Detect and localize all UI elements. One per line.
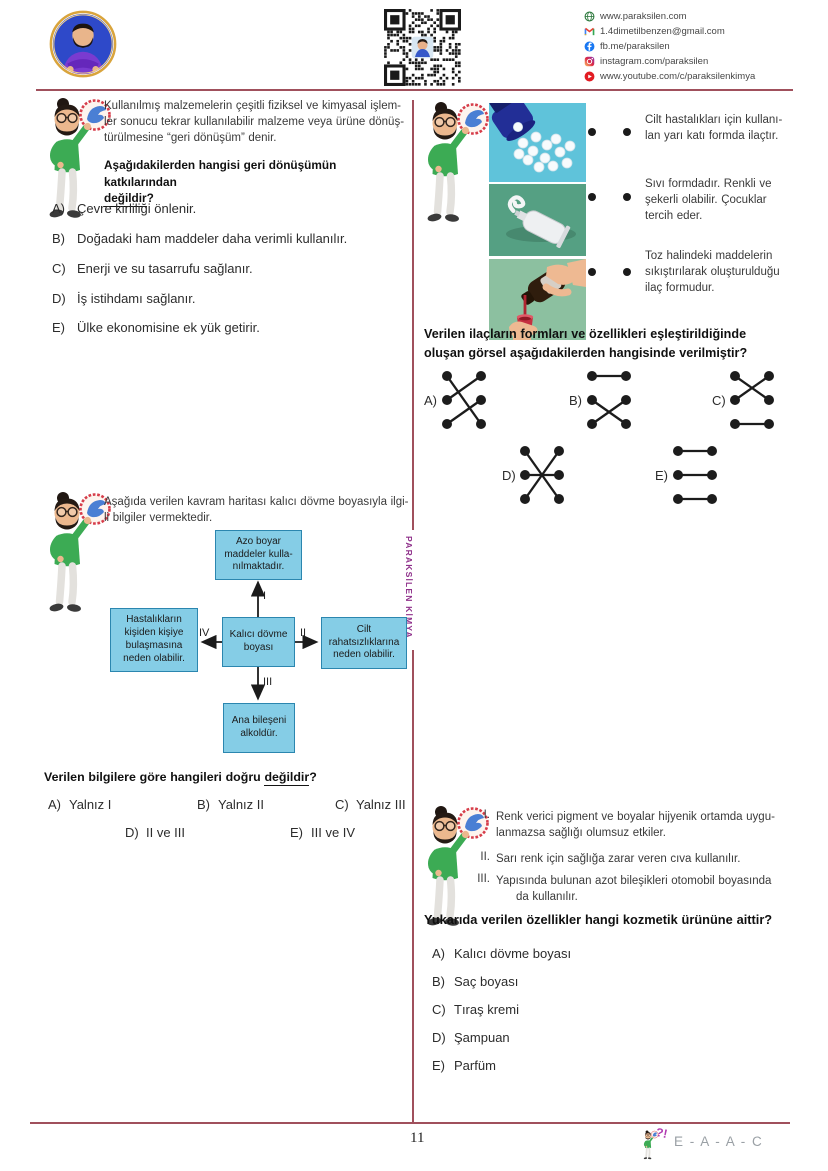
mascot-illustration <box>42 490 114 626</box>
q3-option-e-diagram <box>671 442 719 513</box>
header-rule <box>36 89 793 91</box>
q3-option-a-label: A) <box>424 393 437 408</box>
q4-item-3-num: III. <box>477 873 490 885</box>
social-links: www.paraksilen.com 1.4dimetilbenzen@gmai… <box>584 9 814 84</box>
q3-stem: Verilen ilaçların formları ve özellikler… <box>424 327 748 360</box>
social-row-youtube: www.youtube.com/c/paraksilenkimya <box>584 69 814 84</box>
q1-option-e: E)Ülke ekonomisine ek yük getirir. <box>52 320 260 335</box>
q3-option-c-label: C) <box>712 393 726 408</box>
q4-item-2: Sarı renk için sağlığa zarar veren cıva … <box>496 853 741 865</box>
concept-map-arrows <box>200 580 319 701</box>
social-label: www.paraksilen.com <box>600 11 687 22</box>
footer-mascot <box>642 1130 662 1166</box>
q1-stem-underline: değildir <box>104 191 147 207</box>
q3-option-b-diagram <box>585 367 633 438</box>
q1-option-d: D)İş istihdamı sağlanır. <box>52 291 196 306</box>
footer-rule <box>30 1122 790 1124</box>
health-logo-icon <box>650 1130 659 1139</box>
youtube-icon <box>584 71 595 82</box>
gmail-icon <box>584 26 595 37</box>
page-number: 11 <box>410 1130 425 1146</box>
q3-option-d-label: D) <box>502 468 516 483</box>
q1-option-a: A)Çevre kirliliği önlenir. <box>52 201 197 216</box>
cream-tube-photo <box>489 184 586 256</box>
match-dot <box>623 193 631 201</box>
q3-option-e-label: E) <box>655 468 668 483</box>
mascot-illustration <box>42 96 114 232</box>
mascot-illustration <box>420 100 492 236</box>
globe-icon <box>584 11 595 22</box>
q4-stem: Yukarıda verilen özellikler hangi kozmet… <box>424 912 773 927</box>
map-box-left: Hastalıkların kişiden kişiye bulaşmasına… <box>110 608 198 672</box>
social-label: 1.4dimetilbenzen@gmail.com <box>600 26 725 37</box>
arrow-label-II: II <box>300 627 307 639</box>
match-dot <box>588 128 596 136</box>
match-dot <box>623 128 631 136</box>
social-label: fb.me/paraksilen <box>600 41 670 52</box>
q4-item-2-num: II. <box>480 851 490 863</box>
q3-text-3: Toz halindeki maddelerin sıkıştırılarak … <box>645 250 780 294</box>
q1-option-c: C)Enerji ve su tasarrufu sağlanır. <box>52 261 253 276</box>
q4-item-1-num: I. <box>483 809 490 821</box>
q2-stem-underline: değildir <box>264 770 310 786</box>
q4-option-d: D)Şampuan <box>432 1030 510 1045</box>
q3-option-b-label: B) <box>569 393 582 408</box>
q3-text-1: Cilt hastalıkları için kullanı- lan yarı… <box>645 114 783 142</box>
footer-exclamation: ?! <box>654 1124 669 1142</box>
map-box-top: Azo boyar maddeler kulla- nılmaktadır. <box>215 530 302 580</box>
q3-option-c-diagram <box>728 367 776 438</box>
column-divider-bottom <box>412 650 414 1122</box>
q4-item-3: Yapısında bulunan azot bileşikleri otomo… <box>496 875 772 903</box>
health-logo-icon <box>79 493 111 525</box>
social-row-email: 1.4dimetilbenzen@gmail.com <box>584 24 814 39</box>
q1-option-b: B)Doğadaki ham maddeler daha verimli kul… <box>52 231 348 246</box>
map-box-bottom: Ana bileşeni alkoldür. <box>223 703 295 753</box>
map-box-right: Cilt rahatsızlıklarına neden olabilir. <box>321 617 407 669</box>
social-row-website: www.paraksilen.com <box>584 9 814 24</box>
match-dot <box>623 268 631 276</box>
social-row-instagram: instagram.com/paraksilen <box>584 54 814 69</box>
map-box-center: Kalıcı dövme boyası <box>222 617 295 667</box>
q3-option-a-diagram <box>440 367 488 438</box>
q3-text-2: Sıvı formdadır. Renkli ve şekerli olabil… <box>645 178 772 222</box>
pills-photo <box>489 91 586 182</box>
q2-stem: Verilen bilgilere göre hangileri doğru d… <box>44 770 317 786</box>
match-dot <box>588 268 596 276</box>
social-label: instagram.com/paraksilen <box>600 56 709 67</box>
mascot-illustration <box>420 804 492 940</box>
q4-option-c: C)Tıraş kremi <box>432 1002 519 1017</box>
q2-option-c: C)Yalnız III <box>335 797 406 812</box>
q3-option-d-diagram <box>518 442 566 513</box>
q2-option-b: B)Yalnız II <box>197 797 265 812</box>
health-logo-icon <box>457 807 489 839</box>
q2-option-a: A)Yalnız I <box>48 797 112 812</box>
match-dot <box>588 193 596 201</box>
social-label: www.youtube.com/c/paraksilenkimya <box>600 71 756 82</box>
answer-key: E - A - A - C <box>674 1134 764 1149</box>
q4-option-b: B)Saç boyası <box>432 974 519 989</box>
q4-option-e: E)Parfüm <box>432 1058 496 1073</box>
q2-intro: Aşağıda verilen kavram haritası kalıcı d… <box>104 496 409 524</box>
q1-intro: Kullanılmış malzemelerin çeşitli fizikse… <box>104 100 405 144</box>
q4-item-1: Renk verici pigment ve boyalar hijyenik … <box>496 811 775 839</box>
concept-map: Azo boyar maddeler kulla- nılmaktadır. H… <box>44 528 410 760</box>
q2-option-d: D)II ve III <box>125 825 186 840</box>
q4-option-a: A)Kalıcı dövme boyası <box>432 946 572 961</box>
social-row-facebook: fb.me/paraksilen <box>584 39 814 54</box>
q1-stem: Aşağıdakilerden hangisi geri dönüşümün k… <box>104 158 337 207</box>
column-divider-top <box>412 100 414 530</box>
qr-code <box>384 9 461 86</box>
author-avatar <box>48 8 118 80</box>
arrow-label-IV: IV <box>199 627 210 639</box>
syrup-photo <box>489 259 586 340</box>
q2-option-e: E)III ve IV <box>290 825 356 840</box>
arrow-label-III: III <box>263 676 273 688</box>
health-logo-icon <box>79 99 111 131</box>
health-logo-icon <box>457 103 489 135</box>
divider-brand-text: PARAKSİLEN KİMYA <box>404 536 414 639</box>
instagram-icon <box>584 56 595 67</box>
arrow-label-I: I <box>263 590 267 602</box>
facebook-icon <box>584 41 595 52</box>
